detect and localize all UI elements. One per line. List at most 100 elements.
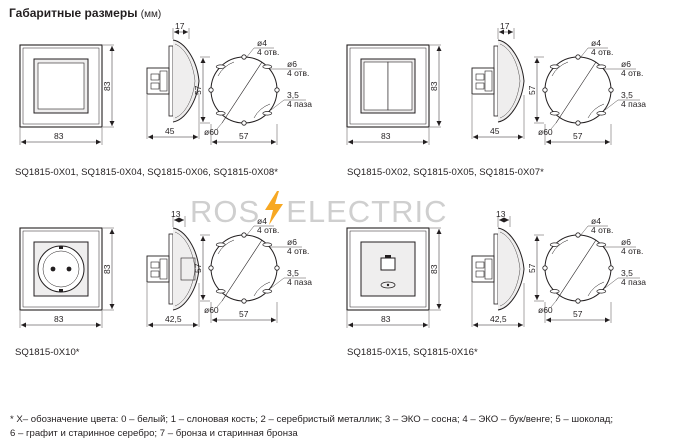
frame-profile <box>168 45 174 117</box>
watermark-left: ROS <box>190 194 261 229</box>
clamp <box>484 70 493 92</box>
cover-profile <box>172 39 200 123</box>
caption-top-left: SQ1815-0X01, SQ1815-0X04, SQ1815-0X06, S… <box>15 167 278 178</box>
dim-spacing-h: 57 <box>239 131 249 141</box>
inner-arc <box>217 61 235 77</box>
dim-height: 83 <box>102 264 112 274</box>
dim-diameter: ø60 <box>538 305 553 315</box>
page-title: Габаритные размеры (мм) <box>9 6 162 20</box>
dim-spacing-v: 57 <box>193 263 203 273</box>
dim-hole-count: 4 отв. <box>591 47 613 57</box>
inner-arc <box>253 103 271 119</box>
dim-diameter: ø60 <box>538 127 553 137</box>
mounting-slot <box>549 242 560 247</box>
dim-depth-bottom: 42,5 <box>490 314 507 324</box>
dim-hole-diameter: ø4 <box>591 38 601 48</box>
dim-spacing-h: 57 <box>239 309 249 319</box>
dim-width: 83 <box>54 131 64 141</box>
cover-profile <box>172 227 200 311</box>
mounting-slot <box>549 64 560 69</box>
mounting-hole <box>208 87 214 93</box>
mounting-slot <box>596 289 607 294</box>
mounting-slot <box>596 64 607 69</box>
cover-inner <box>499 43 521 119</box>
label-dot <box>386 283 390 287</box>
mounting-slot <box>215 111 226 116</box>
dim-spacing-v: 57 <box>527 85 537 95</box>
mounting-slot <box>215 242 226 247</box>
inner-arc <box>217 239 235 255</box>
mounting-hole <box>208 265 214 271</box>
dim-slot-width: 3,5 <box>287 90 299 100</box>
dim-hole-diameter-2: ø6 <box>621 237 631 247</box>
dim-height: 83 <box>102 81 112 91</box>
frame-inner <box>22 47 100 125</box>
dim-depth-top: 17 <box>500 21 510 31</box>
dim-width: 83 <box>381 131 391 141</box>
watermark-right: ELECTRIC <box>286 194 448 229</box>
mounting-hole <box>542 265 548 271</box>
rj45-latch <box>385 255 391 258</box>
socket-pin-hole <box>66 266 72 272</box>
terminal <box>475 270 485 278</box>
terminal <box>150 73 160 81</box>
right-key <box>387 61 413 111</box>
dim-spacing-h: 57 <box>573 131 583 141</box>
dim-hole-count-2: 4 отв. <box>287 246 309 256</box>
terminal <box>475 82 485 90</box>
dim-slot-count: 4 паза <box>287 99 312 109</box>
dim-slot-count: 4 паза <box>621 277 646 287</box>
dim-depth-bottom: 45 <box>165 126 175 136</box>
clamp <box>484 258 493 280</box>
inner-arc <box>587 281 605 297</box>
socket-cup <box>180 257 196 281</box>
dim-hole-count-2: 4 отв. <box>287 68 309 78</box>
frame-inner <box>349 47 427 125</box>
dim-spacing-v: 57 <box>193 85 203 95</box>
footnote-line-1: * X– обозначение цвета: 0 – белый; 1 – с… <box>10 414 614 425</box>
dim-hole-count: 4 отв. <box>257 225 279 235</box>
ground-contact <box>59 246 63 249</box>
dim-slot-count: 4 паза <box>621 99 646 109</box>
dim-depth-bottom: 42,5 <box>165 314 182 324</box>
dim-depth-bottom: 45 <box>490 126 500 136</box>
front-view: 83 83 <box>19 44 115 145</box>
lightning-bolt-icon <box>265 191 283 225</box>
frame-profile <box>168 233 174 305</box>
dim-slot-width: 3,5 <box>287 268 299 278</box>
terminal <box>475 73 485 81</box>
mounting-hole <box>241 54 247 60</box>
dim-hole-diameter: ø4 <box>257 216 267 226</box>
socket-inner <box>42 250 80 288</box>
mounting-slot <box>262 242 273 247</box>
cover-inner <box>174 43 196 119</box>
dim-hole-diameter-2: ø6 <box>621 59 631 69</box>
inner-arc <box>587 103 605 119</box>
cover-inner <box>499 231 521 307</box>
dim-hole-diameter-2: ø6 <box>287 59 297 69</box>
socket-ring <box>37 245 85 293</box>
dim-spacing-v: 57 <box>527 263 537 273</box>
caption-bottom-right: SQ1815-0X15, SQ1815-0X16* <box>347 347 478 358</box>
caption-bottom-left: SQ1815-0X10* <box>15 347 80 358</box>
terminal <box>150 82 160 90</box>
dim-slot-width: 3,5 <box>621 90 633 100</box>
dim-diameter: ø60 <box>204 305 219 315</box>
clamp <box>159 258 168 280</box>
clamp <box>159 70 168 92</box>
dim-height: 83 <box>429 264 439 274</box>
label-window <box>380 281 396 289</box>
mounting-slot <box>549 289 560 294</box>
rj45-jack <box>380 257 396 271</box>
